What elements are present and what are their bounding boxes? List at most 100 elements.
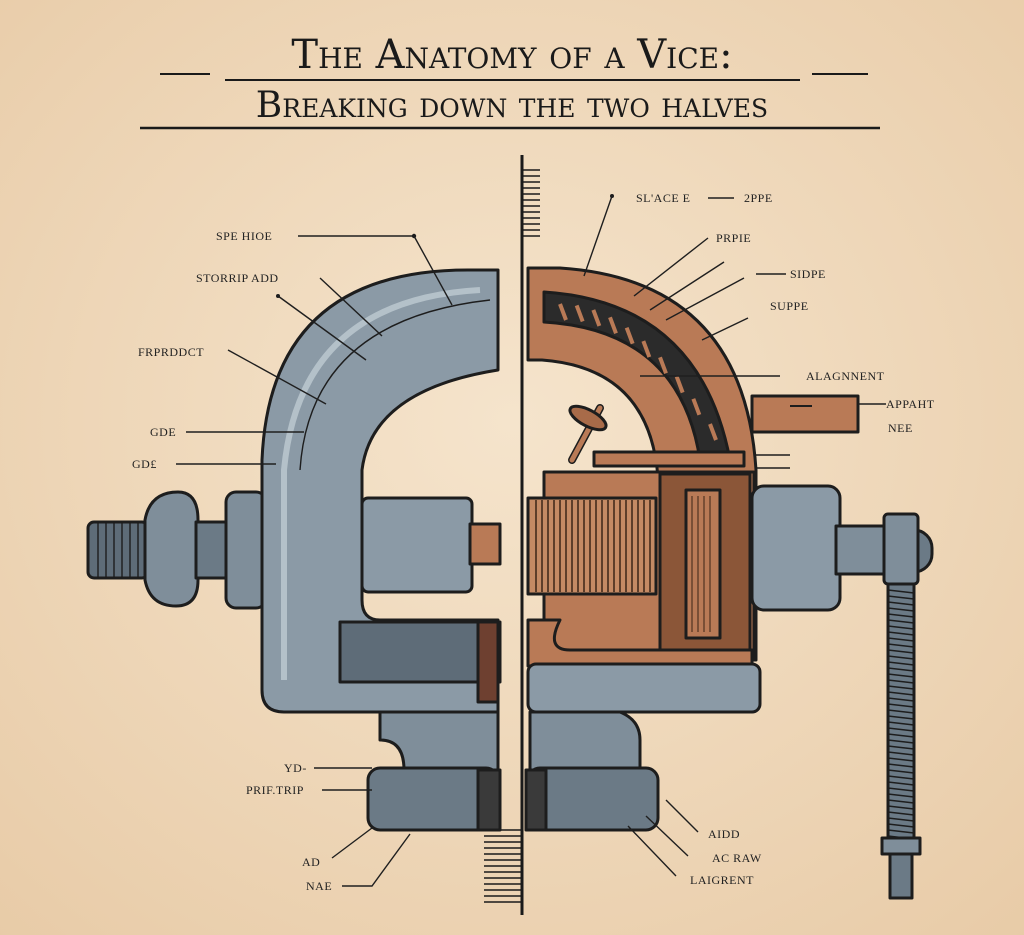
decor-stroke [887, 739, 915, 744]
decor-stroke [887, 811, 915, 816]
decor-stroke [608, 316, 618, 335]
right-base-plate [526, 618, 754, 668]
label-gd-pound: GD£ [132, 457, 157, 471]
title-block: The Anatomy of a Vice: Breaking down the… [140, 32, 880, 130]
left-c-frame [260, 268, 500, 714]
left-main-shaft [360, 496, 474, 594]
decor-stroke [641, 340, 652, 358]
decor-stroke [887, 763, 915, 768]
decor-stroke [887, 709, 915, 714]
decor-stroke [887, 721, 915, 726]
decor-stroke [674, 375, 685, 394]
t-handle-tip [888, 852, 914, 900]
decor-stroke [887, 661, 915, 666]
left-hub [224, 490, 268, 610]
decor-stroke [887, 649, 915, 654]
label-alagnnent: ALAGNNENT [806, 369, 885, 383]
decor-stroke [887, 703, 915, 708]
left-vice-half [86, 268, 502, 832]
decor-stroke [887, 775, 915, 780]
decor-stroke [887, 637, 915, 642]
label-nae: NAE [306, 879, 332, 893]
label-aidd: AIDD [708, 827, 740, 841]
apparatus-bar [750, 394, 860, 434]
decor-stroke [708, 423, 718, 441]
decor-stroke [887, 601, 915, 606]
decor-stroke [591, 309, 602, 327]
decor-stroke [691, 398, 702, 416]
decor-stroke [887, 619, 915, 624]
label-suppe: SUPPE [770, 299, 809, 313]
left-frame-highlight [281, 287, 481, 680]
callout-labels: SPE HIOE STORRIP ADD FRPRDDCT GDE GD£ YD… [132, 191, 935, 893]
decor-stroke [624, 327, 635, 345]
decor-stroke [887, 655, 915, 660]
left-frame-inner-line [299, 299, 491, 471]
label-gde: GDE [150, 425, 176, 439]
decor-stroke [887, 643, 915, 648]
decor-stroke [887, 691, 915, 696]
right-collar [834, 524, 892, 576]
label-prpie: PRPIE [716, 231, 751, 245]
label-2ppe: 2PPE [744, 191, 773, 205]
label-nee: NEE [888, 421, 913, 435]
right-lead-screw [526, 496, 658, 596]
left-threaded-end [86, 520, 150, 580]
left-handle-knob [143, 490, 200, 608]
decor-stroke [887, 805, 915, 810]
label-ad: AD [302, 855, 320, 869]
title-line-2: Breaking down the two halves [256, 85, 768, 126]
decor-stroke [887, 613, 915, 618]
decor-stroke [887, 793, 915, 798]
title-line-1: The Anatomy of a Vice: [291, 32, 732, 78]
decor-stroke [887, 685, 915, 690]
label-frprddct: FRPRDDCT [138, 345, 204, 359]
decor-stroke [887, 787, 915, 792]
decor-stroke [658, 356, 668, 375]
t-handle-end [880, 836, 922, 856]
decor-stroke [887, 751, 915, 756]
decor-stroke [887, 829, 915, 834]
label-storrip-add: STORRIP ADD [196, 271, 279, 285]
label-sidpe: SIDPE [790, 267, 826, 281]
label-ac-raw: AC RAW [712, 851, 762, 865]
decor-stroke [887, 607, 915, 612]
decor-stroke [887, 727, 915, 732]
decor-stroke [887, 715, 915, 720]
decor-stroke [887, 781, 915, 786]
alignment-pin-head [568, 404, 608, 432]
decor-stroke [887, 733, 915, 738]
decor-stroke [574, 304, 585, 323]
decor-stroke [887, 769, 915, 774]
right-vice-half [524, 266, 934, 900]
label-spe-hioe: SPE HIOE [216, 229, 272, 243]
left-collar [194, 520, 230, 580]
decor-stroke [887, 679, 915, 684]
decor-stroke [887, 697, 915, 702]
decor-stroke [887, 817, 915, 822]
right-steel-base [526, 662, 762, 714]
decor-stroke [887, 745, 915, 750]
decor-stroke [887, 667, 915, 672]
decor-stroke [887, 823, 915, 828]
decor-stroke [887, 799, 915, 804]
leader-lines [176, 194, 886, 887]
decor-stroke [887, 631, 915, 636]
decor-stroke [558, 303, 568, 321]
decor-stroke [887, 757, 915, 762]
t-handle-sleeve [882, 512, 920, 586]
decor-stroke [887, 589, 915, 594]
right-pedestal [528, 710, 642, 772]
label-slace-e: SL'ACE E [636, 191, 691, 205]
decor-stroke [887, 625, 915, 630]
left-jaw-face [476, 620, 500, 704]
label-appaht: APPAHT [886, 397, 935, 411]
right-hub [750, 484, 842, 612]
center-ruler [484, 155, 540, 915]
decor-stroke [887, 595, 915, 600]
right-base-dark [524, 768, 548, 832]
left-copper-pin [468, 522, 502, 566]
label-laigrent: LAIGRENT [690, 873, 754, 887]
